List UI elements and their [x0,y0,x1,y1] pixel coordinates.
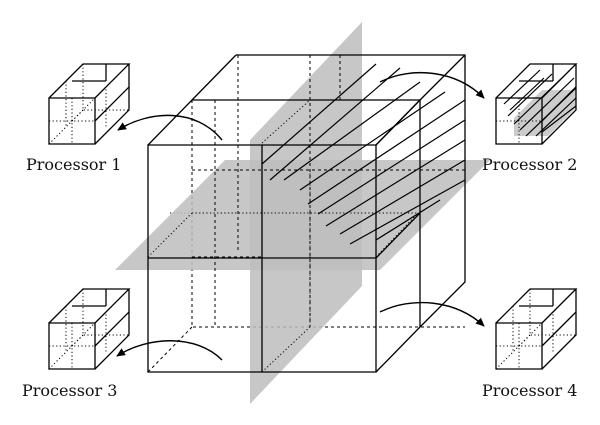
processor-4-cube [495,288,578,370]
domain-cube-internal-divisions [147,55,465,373]
processor-3-label: Processor 3 [22,381,117,400]
arrow-to-processor-1 [117,114,223,141]
arrow-to-processor-2 [379,71,485,99]
arrow-to-processor-3 [116,340,223,361]
arrow-to-processor-4 [379,301,485,327]
processor-3-cube [48,288,131,370]
highlighted-subdomain-hatching [261,63,466,245]
processor-1-label: Processor 1 [26,155,121,174]
domain-cube [115,22,490,404]
processor-2-label: Processor 2 [482,155,577,174]
domain-cube-hidden-edges [147,100,465,373]
processor-4-label: Processor 4 [482,381,577,400]
processor-2-hatching [503,69,577,137]
processor-1-cube [48,63,131,145]
processor-2-cube [495,63,578,145]
horizontal-cutting-plane [115,160,490,270]
distribution-arrows [116,71,485,361]
